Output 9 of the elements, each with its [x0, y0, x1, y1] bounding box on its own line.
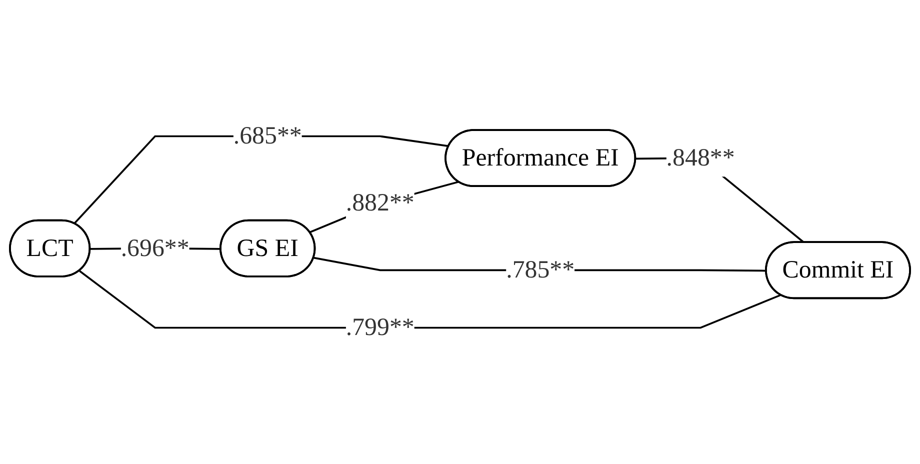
edge-label: .799**: [346, 314, 414, 342]
connector: [309, 181, 459, 234]
connector: [74, 135, 450, 224]
edge-label: .685**: [233, 122, 302, 150]
edge-label: .785**: [506, 256, 575, 284]
edge-label: .882**: [346, 189, 414, 217]
edge-label: .848**: [666, 144, 735, 172]
connector: [79, 270, 781, 329]
edge-label: .696**: [120, 234, 190, 262]
